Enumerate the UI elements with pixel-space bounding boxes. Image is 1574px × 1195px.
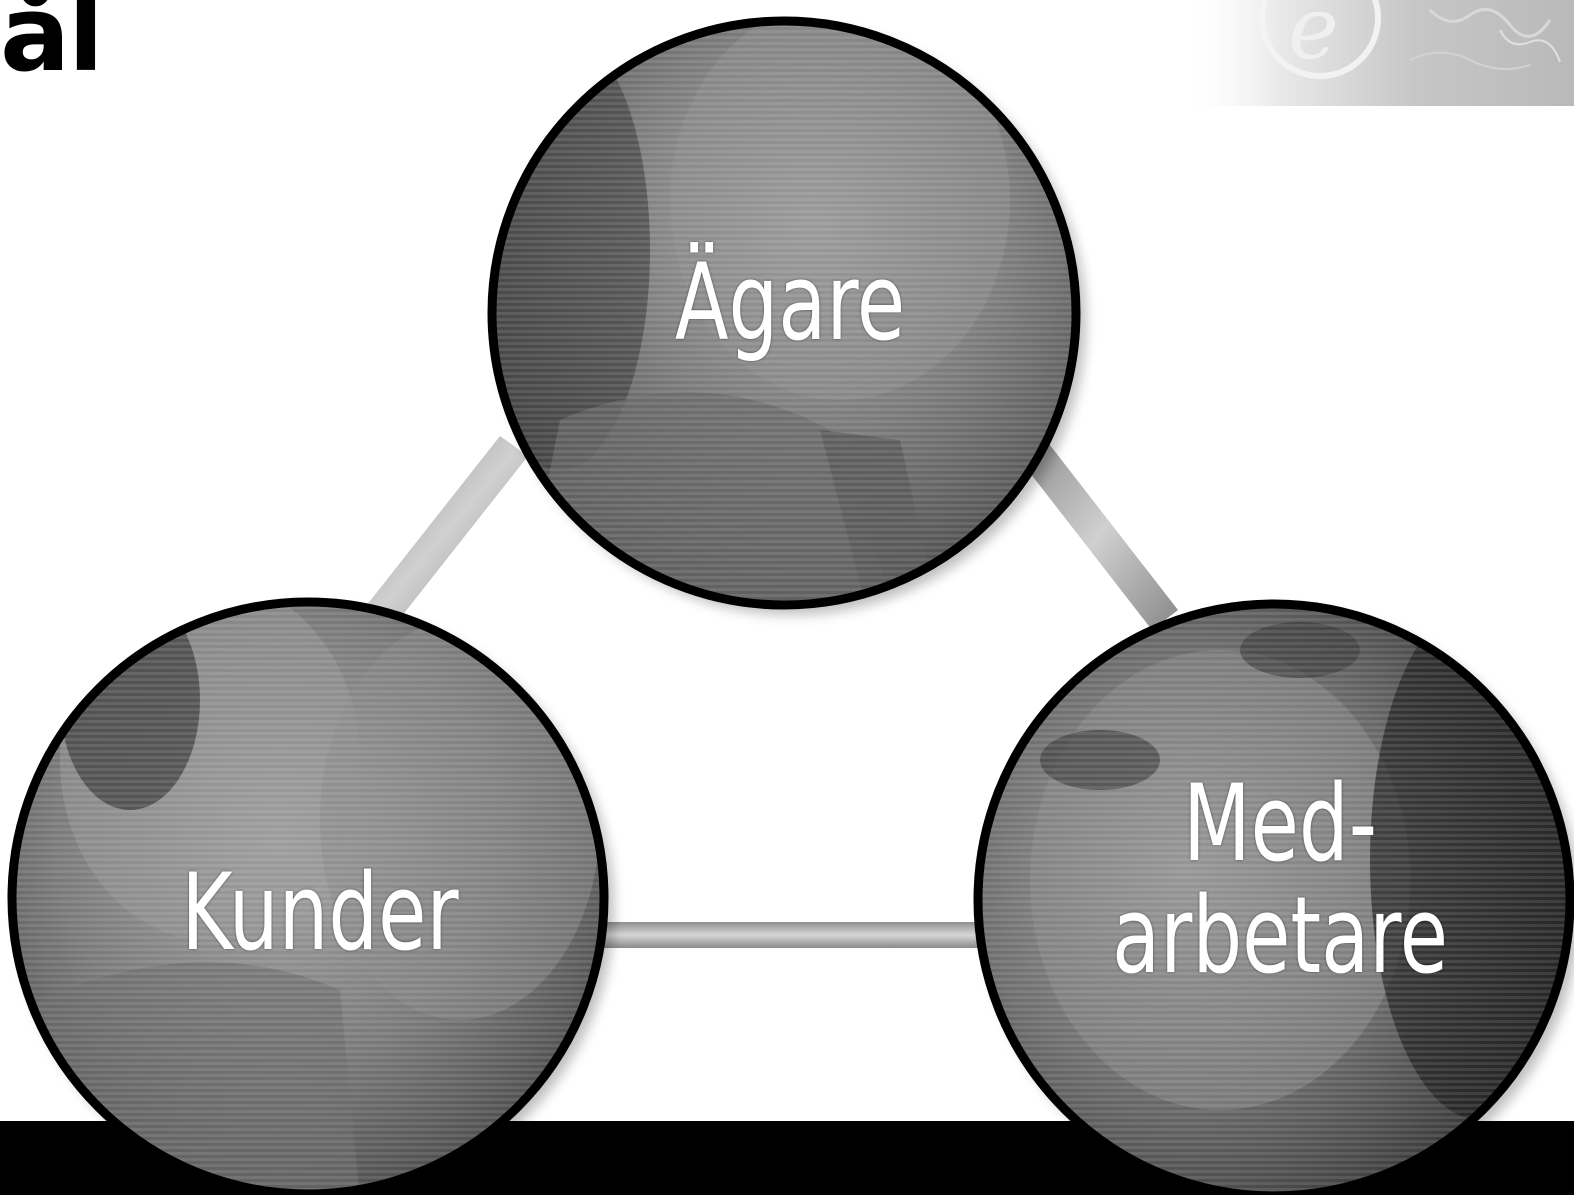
node-owner [487,16,1086,615]
connector-customers-employees [590,922,1000,948]
node-label-owner: Ägare [674,241,906,364]
node-label-employees: Med- arbetare [1112,762,1448,997]
node-employees [973,599,1574,1195]
connector-owner-customers [366,436,528,626]
node-label-customers: Kunder [181,851,459,974]
page-title: ål [0,0,104,95]
employees-circle-outline [973,599,1574,1195]
node-customers [7,597,614,1195]
logo-banner: e [1180,0,1574,106]
e-logo-icon: e [1180,0,1574,106]
owner-circle-outline [487,16,1081,610]
connector-owner-employees [1020,440,1178,630]
customers-circle-outline [7,597,609,1195]
